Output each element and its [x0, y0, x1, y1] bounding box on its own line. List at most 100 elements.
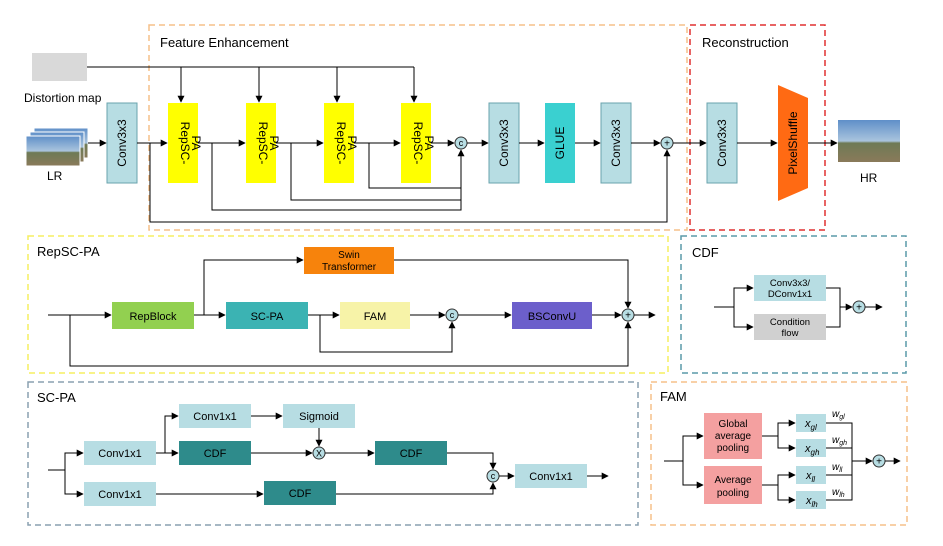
- fam-region: [650, 381, 908, 526]
- repsc-pa-1-label-a: RepSC-: [178, 122, 192, 165]
- scpa-conv1x1-out-label: Conv1x1: [529, 471, 572, 483]
- average-pooling-block: [704, 466, 762, 504]
- sigmoid-block: [283, 404, 355, 428]
- conv3x3-mid2-block: [600, 102, 632, 184]
- fam-title: FAM: [660, 389, 687, 404]
- conv3x3-mid2-label: Conv3x3: [609, 119, 623, 167]
- feature-enhancement-title: Feature Enhancement: [160, 35, 289, 50]
- x-gh-subscript: gh: [811, 448, 820, 457]
- bsconvu-label: BSConvU: [528, 311, 576, 323]
- scpa-cdf2-block: [375, 441, 447, 465]
- repsc-pa-2-label-b: PA: [267, 135, 281, 150]
- scpa-block: [226, 302, 308, 329]
- svg-text:xgl: xgl: [804, 418, 817, 432]
- scpa-cdf2-label: CDF: [400, 448, 423, 460]
- cdf-connections: [714, 284, 883, 331]
- x-gl-symbol: x: [804, 418, 811, 430]
- sigmoid-label: Sigmoid: [299, 411, 339, 423]
- x-gh-box: [796, 439, 826, 457]
- concat-node-scpa-label: c: [491, 471, 496, 481]
- repblock-label: RepBlock: [129, 311, 177, 323]
- pixelshuffle-label: PixelShuffle: [786, 111, 800, 174]
- add-node-repsc-label: +: [625, 311, 631, 322]
- scpa-conv1x1-top-block: [179, 404, 251, 428]
- global-average-pooling-block: [704, 413, 762, 459]
- add-node-top-label: +: [664, 139, 670, 150]
- ap-label-a: Average: [714, 475, 752, 486]
- scpa-region: [27, 381, 639, 526]
- glue-label: GLUE: [553, 127, 567, 160]
- distortion-map-image: [32, 53, 87, 81]
- w-ll-subscript: ll: [839, 467, 843, 474]
- cdf-conv-block: [754, 275, 826, 301]
- w-gl-subscript: gl: [839, 414, 845, 421]
- repsc-pa-title: RepSC-PA: [37, 244, 100, 259]
- glue-block: [545, 103, 575, 183]
- x-lh-subscript: lh: [812, 500, 819, 509]
- gap-label-b: average: [715, 431, 752, 442]
- pixelshuffle-block: [778, 85, 808, 201]
- conv3x3-input-label: Conv3x3: [115, 119, 129, 167]
- repsc-pa-region: [27, 235, 669, 374]
- svg-text:wlh: wlh: [832, 487, 845, 499]
- repsc-pa-3-label-a: RepSC-: [334, 122, 348, 165]
- svg-text:wgl: wgl: [832, 409, 845, 421]
- x-gl-subscript: gl: [811, 423, 817, 432]
- feature-enhancement-region: [148, 24, 688, 231]
- x-ll-box: [796, 466, 826, 484]
- add-node-cdf-label: +: [856, 303, 862, 314]
- scpa-conv1x1-mid-label: Conv1x1: [98, 448, 141, 460]
- concat-node-top-label: c: [459, 138, 464, 148]
- fam-weights: wgl wgh wll wlh: [832, 409, 847, 499]
- svg-text:wgh: wgh: [832, 435, 847, 447]
- swin-transformer-block: [304, 247, 394, 274]
- scpa-title: SC-PA: [37, 390, 76, 405]
- svg-text:xgh: xgh: [804, 443, 820, 457]
- x-gl-box: [796, 414, 826, 432]
- x-lh-symbol: x: [805, 495, 812, 507]
- scpa-conv1x1-out-block: [515, 464, 587, 488]
- reconstruction-title: Reconstruction: [702, 35, 789, 50]
- scpa-cdf1-block: [179, 441, 251, 465]
- repsc-pa-3-label-b: PA: [345, 135, 359, 150]
- x-lh-box: [796, 491, 826, 509]
- gap-label-c: pooling: [717, 443, 749, 454]
- repsc-pa-4-label-a: RepSC-: [411, 122, 425, 165]
- fam-x-boxes: xgl xgh xll xlh: [796, 414, 826, 509]
- swin-label-a: Swin: [338, 250, 360, 261]
- x-gh-symbol: x: [804, 443, 811, 455]
- x-ll-subscript: ll: [812, 475, 816, 484]
- svg-text:xlh: xlh: [805, 495, 818, 509]
- w-lh-symbol: w: [832, 487, 840, 498]
- conv3x3-reconstruction-label: Conv3x3: [715, 119, 729, 167]
- condition-flow-label-b: flow: [782, 328, 799, 339]
- add-node-fam-label: +: [876, 457, 882, 468]
- cdf-conv-label-b: DConv1x1: [768, 289, 812, 300]
- fam-label: FAM: [364, 311, 387, 323]
- x-ll-symbol: x: [805, 470, 812, 482]
- condition-flow-label-a: Condition: [770, 317, 810, 328]
- w-gl-symbol: w: [832, 409, 840, 420]
- w-ll-symbol: w: [832, 462, 840, 473]
- cdf-title: CDF: [692, 245, 719, 260]
- gap-label-a: Global: [719, 419, 748, 430]
- w-gh-subscript: gh: [839, 440, 847, 447]
- scpa-cdf3-block: [264, 481, 336, 505]
- lr-label: LR: [47, 169, 63, 183]
- bsconvu-block: [512, 302, 592, 329]
- fam-block: [340, 302, 410, 329]
- multiply-node-label: X: [316, 449, 322, 459]
- repsc-pa-block-2: RepSC- PA: [246, 103, 281, 183]
- ap-label-b: pooling: [717, 488, 749, 499]
- scpa-conv1x1-bot-label: Conv1x1: [98, 489, 141, 501]
- top-connections: [87, 66, 838, 223]
- scpa-label: SC-PA: [251, 311, 284, 323]
- svg-text:xll: xll: [805, 470, 815, 484]
- svg-text:wll: wll: [832, 462, 843, 474]
- conv3x3-input-block: [106, 102, 138, 184]
- repblock-block: [112, 302, 194, 329]
- repsc-pa-block-4: RepSC- PA: [401, 103, 436, 183]
- repsc-pa-2-label-a: RepSC-: [256, 122, 270, 165]
- cdf-conv-label-a: Conv3x3/: [770, 278, 810, 289]
- concat-node-repsc-label: c: [450, 310, 455, 320]
